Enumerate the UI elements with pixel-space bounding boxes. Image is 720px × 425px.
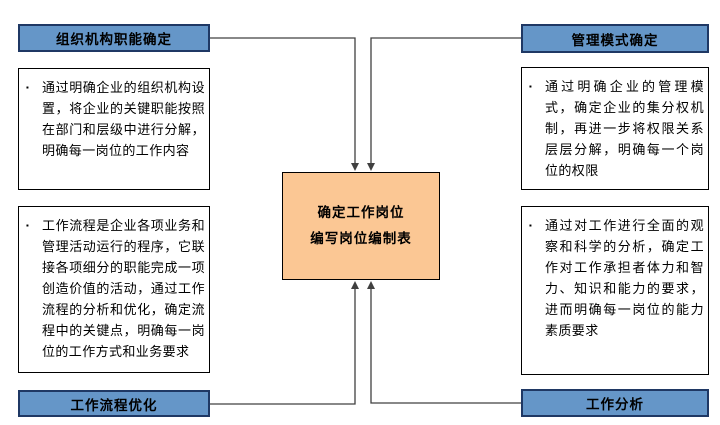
- header-process-opt: 工作流程优化: [18, 390, 210, 417]
- desc-job-analysis-text: 通过对工作进行全面的观察和科学的分析，确定工作对工作承担者体力和智力、知识和能力…: [545, 218, 704, 338]
- desc-job-analysis: ▪ 通过对工作进行全面的观察和科学的分析，确定工作对工作承担者体力和智力、知识和…: [521, 206, 709, 375]
- center-task-line2: 编写岗位编制表: [310, 231, 412, 246]
- header-org-structure: 组织机构职能确定: [18, 24, 210, 52]
- connector-bottom-right: [367, 281, 521, 404]
- bullet-icon: ▪: [26, 83, 30, 92]
- arrowhead-up-icon: [367, 281, 375, 289]
- header-job-analysis: 工作分析: [521, 389, 709, 417]
- desc-org-structure-text: 通过明确企业的组织机构设置，将企业的关键职能按照在部门和层级中进行分解，明确每一…: [42, 80, 205, 158]
- connector-bottom-left: [210, 281, 359, 405]
- header-mgmt-mode: 管理模式确定: [521, 24, 709, 53]
- desc-org-structure: ▪ 通过明确企业的组织机构设置，将企业的关键职能按照在部门和层级中进行分解，明确…: [18, 68, 210, 190]
- desc-mgmt-mode: ▪ 通过明确企业的管理模式，确定企业的集分权机制，再进一步将权限关系层层分解，明…: [521, 67, 709, 190]
- arrowhead-down-icon: [351, 163, 359, 171]
- desc-process-opt-text: 工作流程是企业各项业务和管理活动运行的程序，它联接各项细分的职能完成一项创造价值…: [42, 218, 205, 359]
- bullet-icon: ▪: [529, 82, 533, 91]
- desc-mgmt-mode-text: 通过明确企业的管理模式，确定企业的集分权机制，再进一步将权限关系层层分解，明确每…: [545, 79, 704, 178]
- desc-process-opt: ▪ 工作流程是企业各项业务和管理活动运行的程序，它联接各项细分的职能完成一项创造…: [18, 206, 210, 373]
- connector-top-left: [210, 37, 359, 171]
- bullet-icon: ▪: [529, 221, 533, 230]
- arrowhead-down-icon: [367, 163, 375, 171]
- connector-top-right: [367, 37, 521, 171]
- center-task-line1: 确定工作岗位: [317, 205, 405, 220]
- header-org-structure-label: 组织机构职能确定: [56, 32, 172, 47]
- header-mgmt-mode-label: 管理模式确定: [571, 32, 659, 48]
- header-process-opt-label: 工作流程优化: [70, 397, 158, 413]
- arrowhead-up-icon: [351, 281, 359, 289]
- header-job-analysis-label: 工作分析: [586, 397, 644, 412]
- bullet-icon: ▪: [26, 221, 30, 230]
- center-task-box: 确定工作岗位 编写岗位编制表: [282, 172, 440, 280]
